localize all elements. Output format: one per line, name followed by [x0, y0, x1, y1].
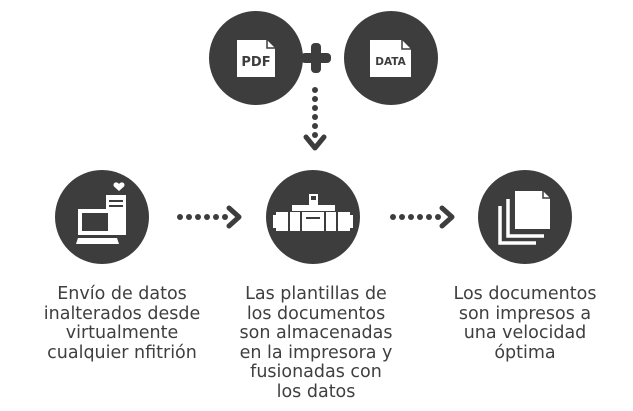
step-2-caption: Las plantillas de los documentos son alm… [239, 284, 393, 402]
printed-documents-circle [478, 170, 572, 264]
data-label: DATA [375, 56, 406, 68]
data-input-circle: DATA [344, 11, 438, 105]
printer-circle [266, 170, 360, 264]
computer-with-heart-icon [76, 182, 126, 244]
right-arrow-connector-1 [176, 205, 246, 229]
printer-icon [273, 194, 353, 231]
down-arrow-connector [303, 86, 327, 156]
step-1-caption: Envío de datos inalterados desde virtual… [43, 284, 201, 363]
step-3-caption: Los documentos son impresos a una veloci… [453, 284, 597, 363]
data-file-icon: DATA [370, 40, 411, 77]
host-computer-circle [55, 170, 149, 264]
pdf-file-icon: PDF [237, 40, 275, 77]
pdf-label: PDF [241, 55, 270, 70]
right-arrow-connector-2 [389, 205, 459, 229]
pdf-input-circle: PDF [209, 11, 303, 105]
plus-icon [299, 41, 333, 75]
stacked-documents-icon [498, 191, 550, 245]
